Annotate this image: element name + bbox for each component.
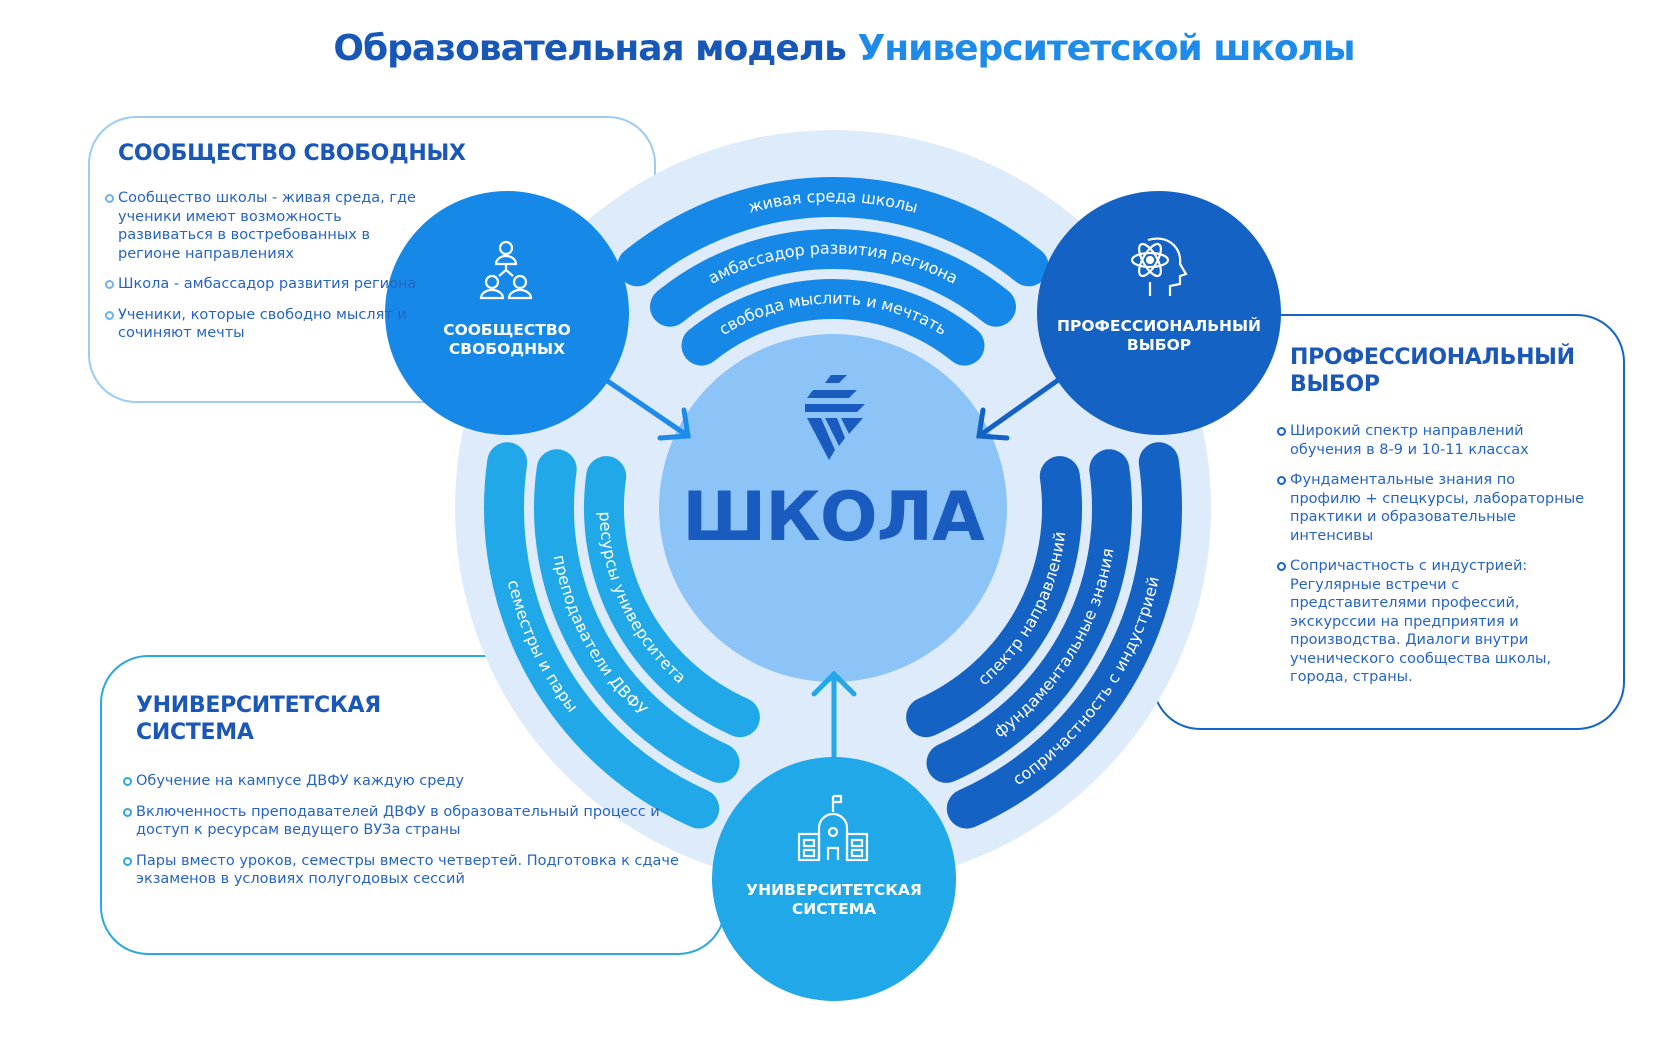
bullet-text: Школа - амбассадор развития региона: [118, 276, 417, 292]
bullet-icon: [1277, 427, 1286, 436]
bullet-text: Включенность преподавателей ДВФУ в образ…: [136, 803, 660, 839]
professional-circle-label: ПРОФЕССИОНАЛЬНЫЙ ВЫБОР: [1039, 317, 1279, 355]
label-line: СИСТЕМА: [791, 900, 877, 918]
community-band: [617, 177, 1049, 287]
bullet-icon: [1277, 562, 1286, 571]
school-center-circle: [659, 334, 1007, 682]
university-circle: [712, 757, 956, 1001]
university-building-icon: [797, 794, 869, 862]
list-item: Обучение на кампусе ДВФУ каждую среду: [123, 772, 716, 791]
arrow-professional-to-school: [976, 375, 1064, 441]
label-line: ПРОФЕССИОНАЛЬНЫЙ: [1056, 317, 1262, 335]
label-line: ВЫБОР: [1126, 336, 1192, 354]
community-circle-label: СООБЩЕСТВО СВОБОДНЫХ: [387, 321, 627, 359]
label-line: СВОБОДНЫХ: [448, 340, 566, 358]
people-network-icon: [479, 240, 533, 300]
bullet-icon: [1277, 476, 1286, 485]
page-title: Образовательная модель Университетской ш…: [0, 28, 1680, 69]
community-heading: СООБЩЕСТВО СВОБОДНЫХ: [118, 141, 466, 166]
professional-band: [946, 442, 1182, 829]
bullet-text: Пары вместо уроков, семестры вместо четв…: [136, 852, 679, 888]
professional-heading: ПРОФЕССИОНАЛЬНЫЙ ВЫБОР: [1290, 344, 1590, 398]
university-description: УНИВЕРСИТЕТСКАЯ СИСТЕМА Обучение на камп…: [123, 692, 716, 901]
university-logo-icon: [805, 375, 865, 460]
list-item: Ученики, которые свободно мыслят и сочин…: [105, 306, 418, 343]
professional-description: ПРОФЕССИОНАЛЬНЫЙ ВЫБОР Широкий спектр на…: [1277, 344, 1590, 699]
title-part-1: Образовательная модель: [333, 28, 858, 69]
community-band: [681, 279, 985, 366]
university-circle-label: УНИВЕРСИТЕТСКАЯ СИСТЕМА: [714, 881, 954, 919]
bullet-text: Сообщество школы - живая среда, где учен…: [118, 190, 416, 262]
university-band: [534, 449, 740, 783]
list-item: Включенность преподавателей ДВФУ в образ…: [123, 803, 716, 840]
list-item: Пары вместо уроков, семестры вместо четв…: [123, 852, 716, 889]
bullet-icon: [105, 194, 114, 203]
heading-line: УНИВЕРСИТЕТСКАЯ: [136, 693, 381, 718]
arrow-university-to-school: [811, 670, 857, 763]
list-item: Школа - амбассадор развития региона: [105, 275, 418, 294]
bullet-text: Обучение на кампусе ДВФУ каждую среду: [136, 773, 465, 789]
list-item: Сообщество школы - живая среда, где учен…: [105, 189, 418, 263]
school-label: ШКОЛА: [682, 478, 985, 557]
professional-band: [926, 449, 1132, 783]
bullet-text: Ученики, которые свободно мыслят и сочин…: [118, 306, 407, 342]
university-band: [484, 442, 720, 829]
community-description: СООБЩЕСТВО СВОБОДНЫХ Сообщество школы - …: [105, 140, 466, 355]
arrow-community-to-school: [603, 377, 691, 441]
university-heading: УНИВЕРСИТЕТСКАЯ СИСТЕМА: [136, 692, 716, 746]
label-line: СООБЩЕСТВО: [443, 321, 571, 339]
list-item: Фундаментальные знания по профилю + спец…: [1277, 471, 1590, 545]
bullet-icon: [123, 807, 132, 817]
list-item: Сопричастность с индустрией: Регулярные …: [1277, 557, 1590, 687]
bullet-icon: [123, 777, 132, 786]
bullet-icon: [123, 856, 132, 866]
bullet-icon: [105, 280, 114, 289]
bullet-text: Фундаментальные знания по профилю + спец…: [1290, 472, 1585, 544]
label-line: УНИВЕРСИТЕТСКАЯ: [746, 881, 922, 899]
atom-head-icon: [1130, 237, 1188, 296]
list-item: Широкий спектр направлений обучения в 8-…: [1277, 422, 1590, 459]
bullet-text: Широкий спектр направлений обучения в 8-…: [1290, 423, 1529, 458]
heading-line: ПРОФЕССИОНАЛЬНЫЙ: [1290, 345, 1575, 370]
professional-circle: [1037, 191, 1281, 435]
heading-line: ВЫБОР: [1290, 372, 1380, 397]
bullet-text: Сопричастность с индустрией: Регулярные …: [1290, 558, 1552, 685]
heading-line: СИСТЕМА: [136, 720, 254, 745]
community-circle: [385, 191, 629, 435]
title-part-2: Университетской школы: [857, 28, 1355, 69]
professional-band: [906, 456, 1082, 738]
university-band: [584, 456, 760, 738]
professional-info-box: [1152, 314, 1625, 730]
bullet-icon: [105, 310, 114, 320]
community-band: [650, 229, 1016, 327]
